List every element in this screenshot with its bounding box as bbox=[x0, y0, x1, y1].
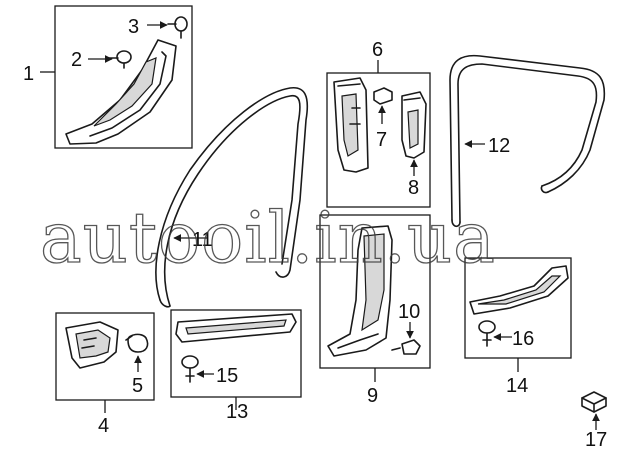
callout-17: 17 bbox=[585, 429, 607, 451]
clip-5 bbox=[127, 333, 149, 353]
group-1-a-pillar: 1 2 3 bbox=[23, 5, 193, 149]
callout-2: 2 bbox=[71, 49, 82, 71]
callout-13: 13 bbox=[226, 401, 248, 423]
watermark-text: autooil.in.ua bbox=[40, 197, 496, 279]
callout-9: 9 bbox=[367, 385, 378, 407]
callout-7: 7 bbox=[376, 129, 387, 151]
clip-10 bbox=[401, 339, 421, 355]
group-13-front-scuff: 13 15 bbox=[170, 309, 302, 423]
callout-6: 6 bbox=[372, 39, 383, 61]
callout-8: 8 bbox=[408, 177, 419, 199]
callout-14: 14 bbox=[506, 375, 528, 397]
clip-16 bbox=[478, 320, 496, 347]
callout-15: 15 bbox=[216, 365, 238, 387]
callout-4: 4 bbox=[98, 415, 109, 437]
group-14-rear-scuff: 14 16 bbox=[464, 257, 572, 397]
clip-3 bbox=[167, 16, 188, 39]
group-4-cowl-side: 4 5 bbox=[55, 312, 155, 437]
callout-10: 10 bbox=[398, 301, 420, 323]
clip-7 bbox=[373, 87, 393, 105]
clip-15 bbox=[181, 355, 199, 383]
part-11-door-weatherstrip bbox=[155, 87, 309, 308]
callout-11: 11 bbox=[192, 229, 213, 251]
callout-1: 1 bbox=[23, 63, 34, 85]
part-12-rear-weatherstrip bbox=[449, 54, 606, 228]
callout-3: 3 bbox=[128, 16, 139, 38]
group-1-box bbox=[54, 5, 193, 149]
part-17-clip bbox=[581, 391, 607, 413]
clip-2 bbox=[105, 50, 132, 69]
callout-5: 5 bbox=[132, 375, 143, 397]
callout-16: 16 bbox=[512, 328, 534, 350]
group-6-b-pillar: 6 7 8 bbox=[326, 39, 431, 208]
callout-12: 12 bbox=[488, 135, 510, 157]
group-9-b-pillar-lower: 9 10 bbox=[319, 214, 431, 407]
